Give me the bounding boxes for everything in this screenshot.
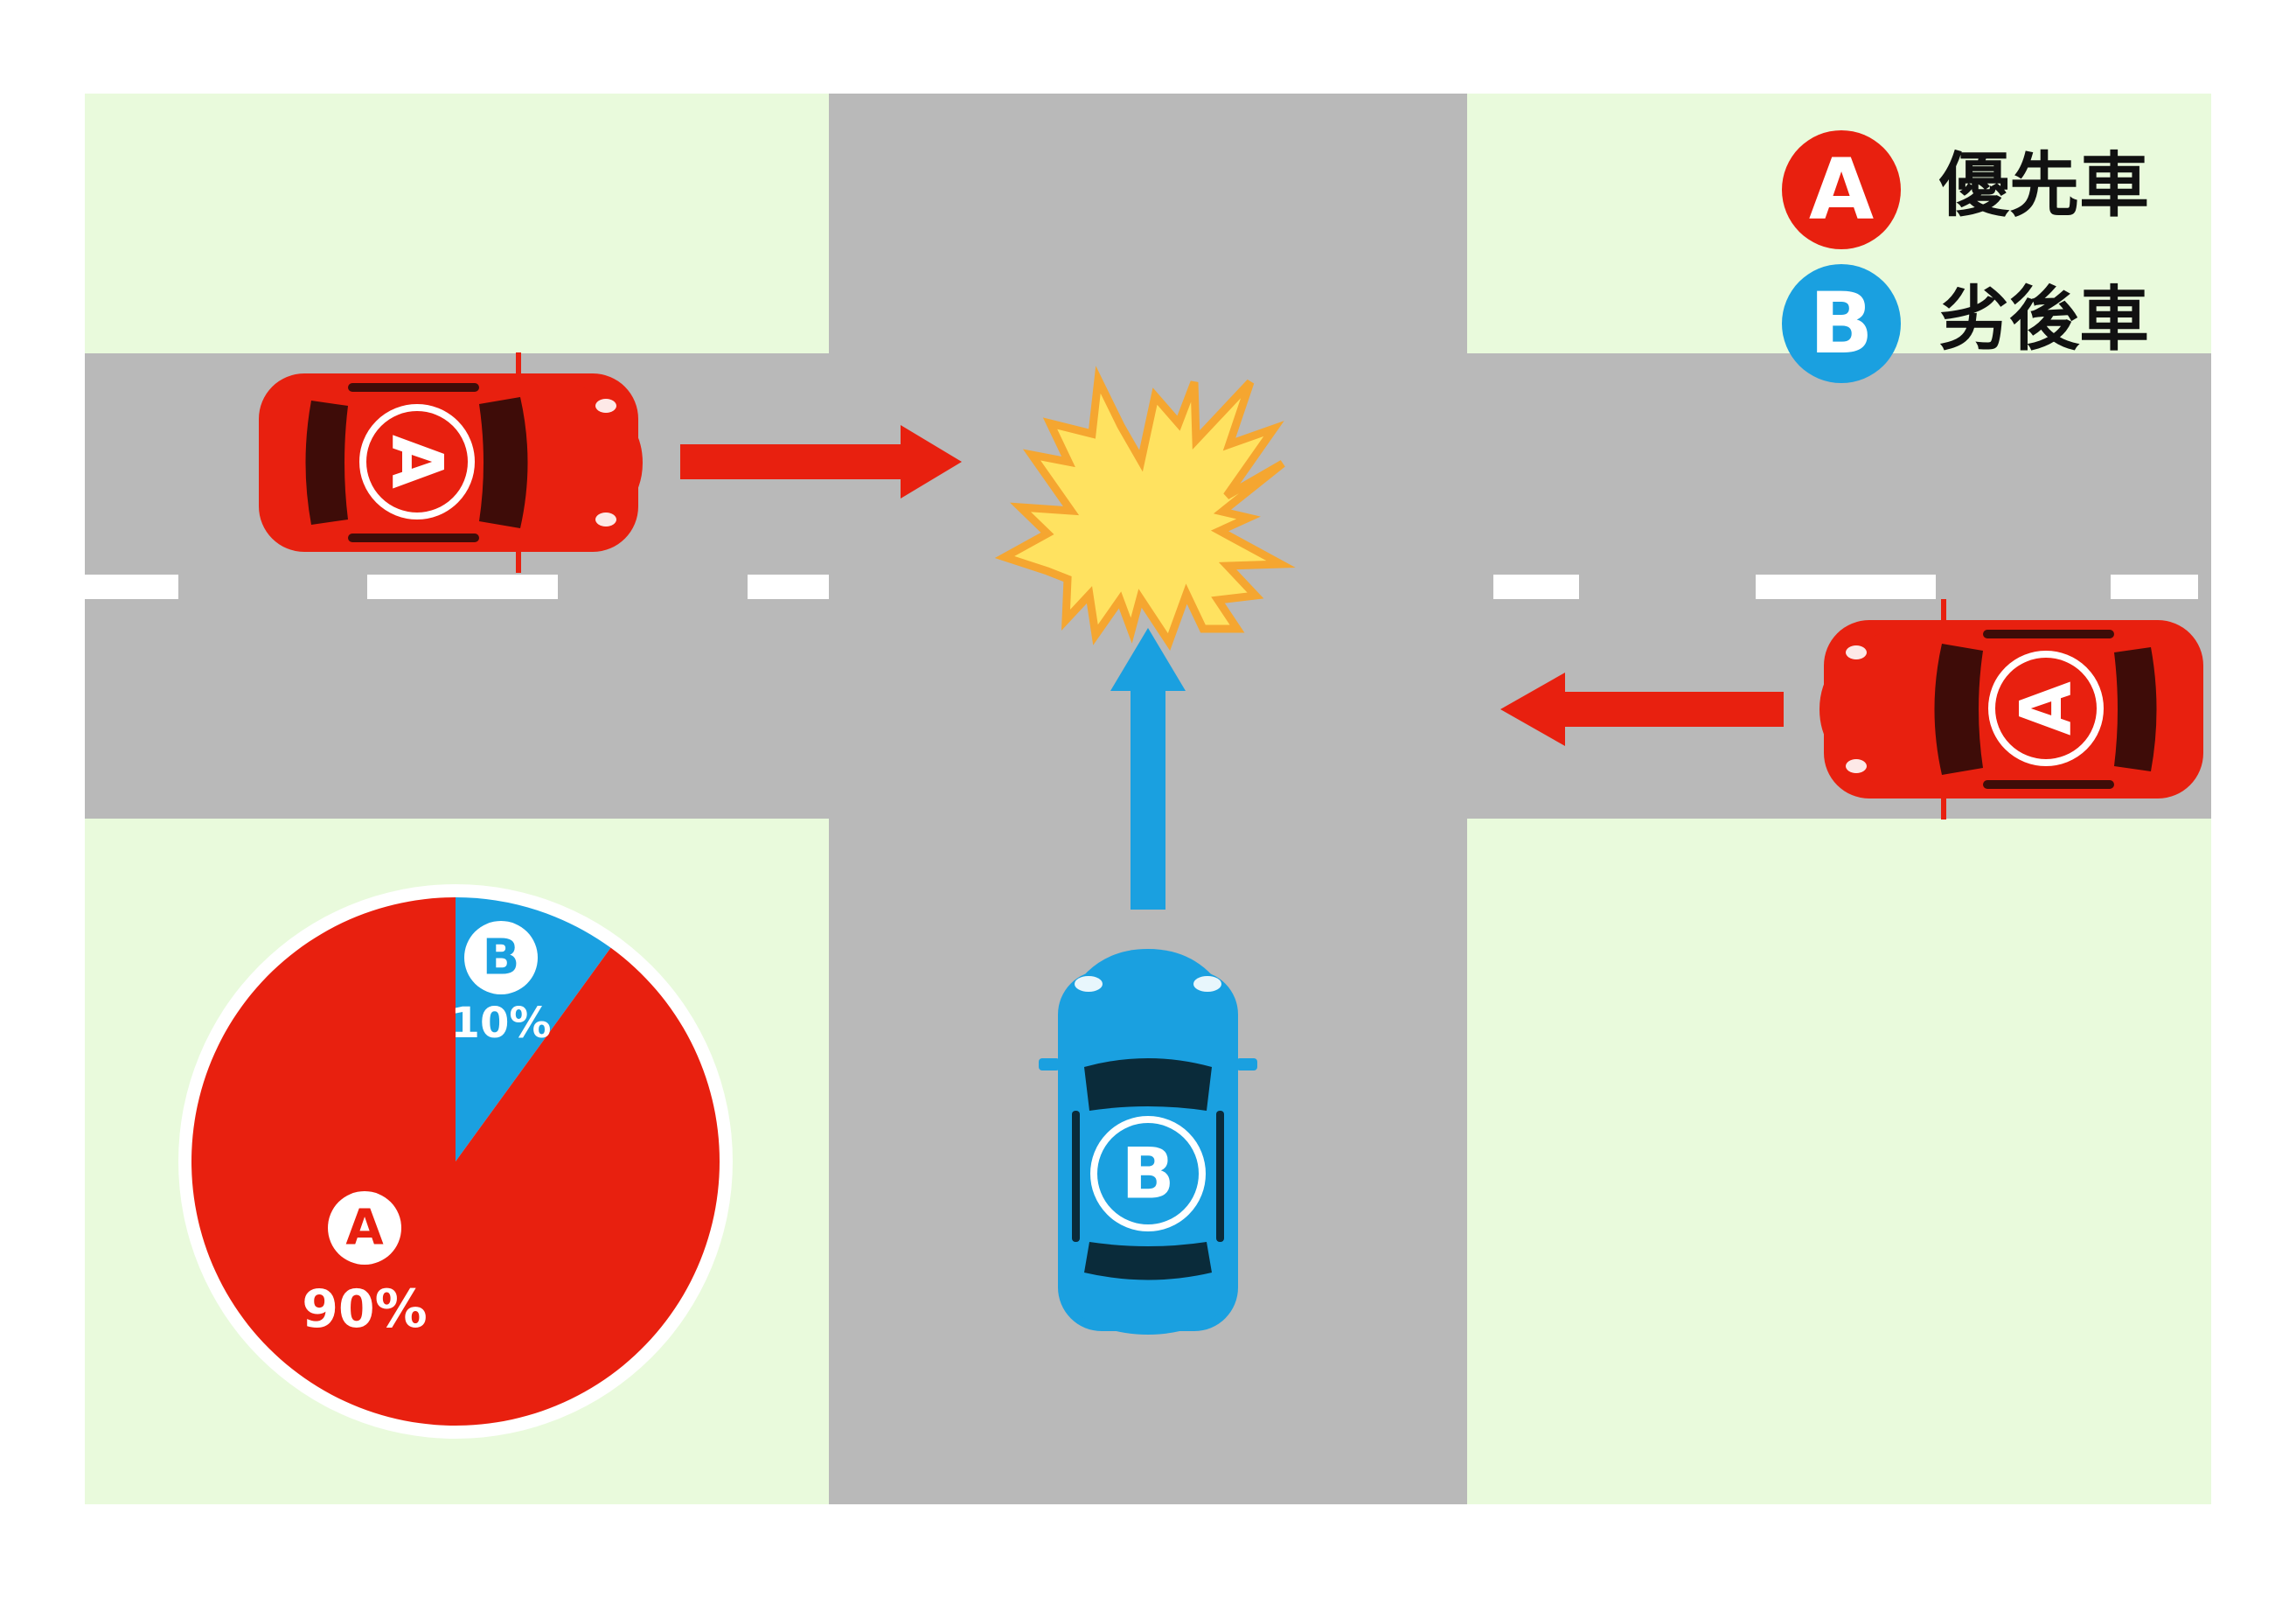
direction-arrow-icon <box>1110 628 1186 910</box>
lane-markings <box>85 575 2198 599</box>
car-badge <box>359 404 475 520</box>
legend-item-a: A 優先車 <box>1782 130 2149 249</box>
legend-label-a: 優先車 <box>1938 145 2149 227</box>
car-badge-letter: A <box>2006 681 2087 736</box>
fault-ratio-pie-chart: B 10% A 90% <box>178 884 733 1439</box>
collision-burst-icon <box>994 366 1296 651</box>
pie-letter-a: A <box>345 1200 384 1257</box>
car-badge-letter: A <box>377 435 458 489</box>
direction-arrow-icon <box>1500 673 1784 746</box>
car-badge-letter: B <box>1122 1133 1175 1215</box>
pie-badge-a <box>328 1191 401 1265</box>
car-badge <box>1090 1116 1206 1231</box>
pie-badge-b <box>464 921 538 994</box>
car-badge <box>1988 651 2104 766</box>
direction-arrow-icon <box>680 425 962 499</box>
car-b-south: B <box>1039 949 1257 1335</box>
car-a-west: A <box>259 352 643 573</box>
legend-label-b: 劣後車 <box>1939 279 2149 360</box>
pie-value-label-a: 90% <box>302 1279 428 1340</box>
pie-slice-a <box>191 897 720 1426</box>
legend-letter-b: B <box>1809 275 1873 373</box>
legend: A 優先車 B 劣後車 <box>1782 130 2149 383</box>
car-a-east: A <box>1819 599 2203 819</box>
pie-value-label-b: 10% <box>451 999 552 1048</box>
legend-item-b: B 劣後車 <box>1782 264 2149 383</box>
legend-letter-a: A <box>1809 141 1874 239</box>
pie-letter-b: B <box>483 930 520 987</box>
